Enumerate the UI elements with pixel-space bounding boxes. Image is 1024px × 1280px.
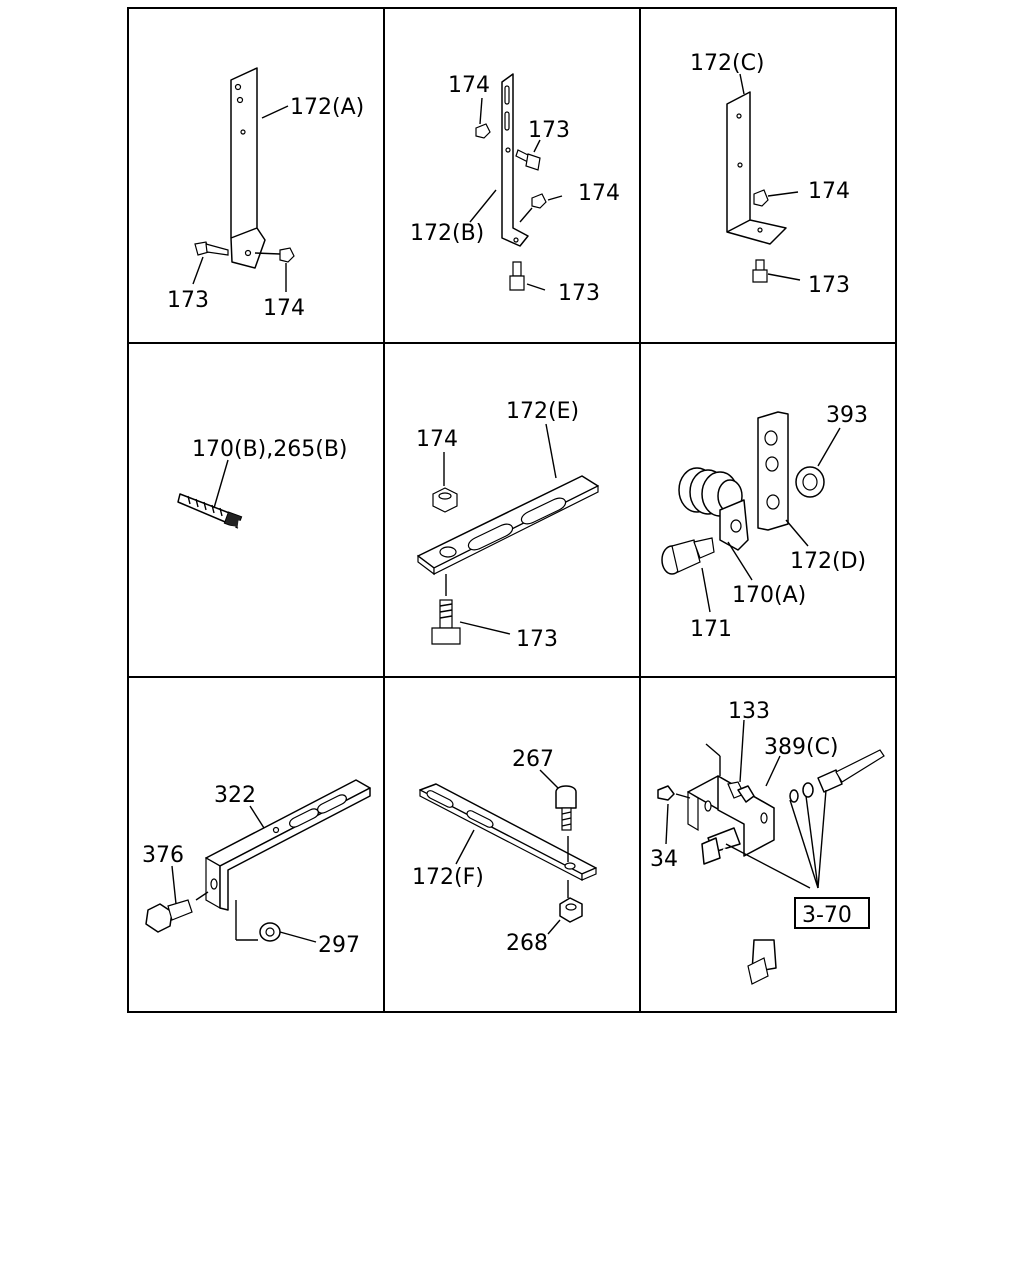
panel-6: 393 172(D) 170(A) 171 bbox=[661, 403, 868, 642]
panel-7: 322 376 297 bbox=[142, 779, 371, 958]
label-133: 133 bbox=[728, 699, 770, 724]
label-393: 393 bbox=[826, 403, 868, 428]
label-170b-265b: 170(B),265(B) bbox=[192, 437, 348, 462]
panel-3: 172(C) 174 173 bbox=[690, 51, 850, 298]
label-34: 34 bbox=[650, 847, 678, 872]
fitting-3-70 bbox=[701, 749, 885, 985]
plate-172f bbox=[419, 783, 597, 881]
label-172b: 172(B) bbox=[410, 221, 484, 246]
bracket-322 bbox=[205, 779, 371, 911]
label-174: 174 bbox=[263, 296, 305, 321]
label-171: 171 bbox=[690, 617, 732, 642]
panel-1: 172(A) 173 174 bbox=[167, 67, 364, 321]
bracket-172c bbox=[726, 91, 787, 245]
label-172e: 172(E) bbox=[506, 399, 579, 424]
label-174: 174 bbox=[416, 427, 458, 452]
label-389c: 389(C) bbox=[764, 735, 839, 760]
plate-172d bbox=[757, 411, 789, 531]
label-174b: 174 bbox=[578, 181, 620, 206]
cable-tie-170b-265b bbox=[177, 493, 299, 613]
bolt-376 bbox=[145, 899, 193, 933]
grid-frame bbox=[127, 7, 897, 1013]
ref-box-3-70[interactable] bbox=[794, 897, 870, 929]
label-173a: 173 bbox=[528, 118, 570, 143]
bolt-173-bottom bbox=[509, 261, 525, 291]
bracket-389c bbox=[687, 775, 775, 857]
bracket-172b bbox=[501, 73, 529, 247]
label-173: 173 bbox=[808, 273, 850, 298]
plate-172e bbox=[417, 475, 599, 576]
label-172c: 172(C) bbox=[690, 51, 765, 76]
panel-9: 133 389(C) 34 3-70 bbox=[650, 699, 885, 985]
bolt-173 bbox=[431, 599, 461, 645]
panel-5: 172(E) 174 173 bbox=[416, 399, 599, 652]
bracket-172a bbox=[230, 67, 266, 269]
label-173: 173 bbox=[516, 627, 558, 652]
panel-8: 267 172(F) 268 bbox=[412, 747, 597, 956]
label-170a: 170(A) bbox=[732, 583, 806, 608]
bolt-173-top bbox=[515, 149, 541, 171]
label-322: 322 bbox=[214, 783, 256, 808]
bolt-171 bbox=[661, 537, 715, 575]
grommet-170a bbox=[678, 467, 749, 551]
panel-2: 174 173 172(B) 174 173 bbox=[410, 73, 620, 306]
label-173: 173 bbox=[167, 288, 209, 313]
label-3-70[interactable]: 3-70 bbox=[802, 903, 852, 928]
nut-393 bbox=[795, 466, 825, 498]
nut-297 bbox=[259, 922, 281, 942]
label-172a: 172(A) bbox=[290, 95, 364, 120]
bolt-173 bbox=[194, 241, 229, 256]
nut-174-top bbox=[475, 123, 491, 139]
bolt-133 bbox=[727, 781, 755, 803]
label-376: 376 bbox=[142, 843, 184, 868]
label-173b: 173 bbox=[558, 281, 600, 306]
label-174: 174 bbox=[808, 179, 850, 204]
label-297: 297 bbox=[318, 933, 360, 958]
nut-268 bbox=[559, 897, 583, 923]
nut-174 bbox=[432, 487, 458, 513]
nut-34 bbox=[657, 785, 675, 801]
bolt-267 bbox=[555, 785, 577, 831]
nut-174 bbox=[753, 189, 769, 207]
label-268: 268 bbox=[506, 931, 548, 956]
label-267: 267 bbox=[512, 747, 554, 772]
nut-174 bbox=[279, 247, 295, 263]
label-172d: 172(D) bbox=[790, 549, 866, 574]
panel-4: 170(B),265(B) bbox=[177, 437, 348, 613]
bolt-173 bbox=[752, 259, 768, 283]
nut-174-side bbox=[531, 193, 547, 209]
label-172f: 172(F) bbox=[412, 865, 484, 890]
label-174a: 174 bbox=[448, 73, 490, 98]
